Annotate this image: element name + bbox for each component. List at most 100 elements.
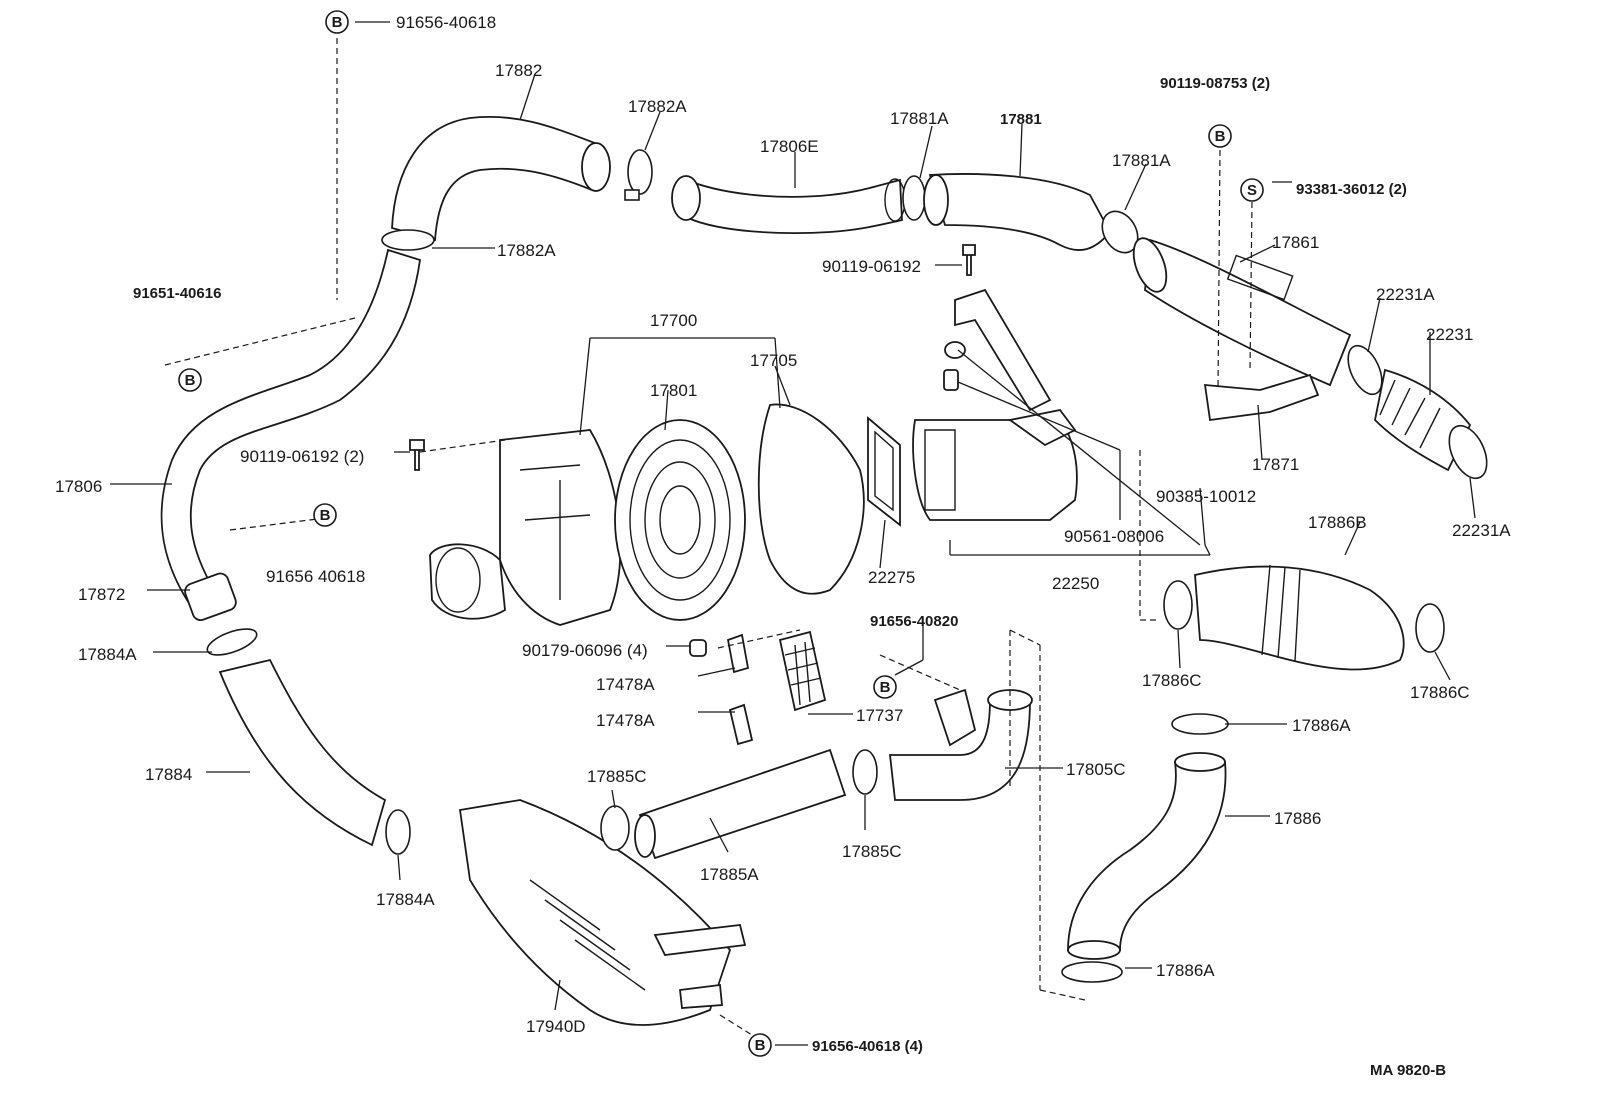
label-17861: 17861 [1272, 233, 1319, 252]
part-labels: 91656-40618 17882 17882A 17806E 17881A 1… [55, 13, 1511, 1079]
clamp-22231A-bottom [1448, 424, 1488, 480]
label-22231A-bottom: 22231A [1452, 521, 1511, 540]
label-17881A-top: 17881A [890, 109, 949, 128]
label-17884A-top: 17884A [78, 645, 137, 664]
clamp-17881A-right [1101, 210, 1139, 254]
clamp-17881A-top [902, 175, 926, 221]
bracket-afm [954, 288, 1052, 412]
hose-17882 [391, 115, 611, 242]
label-91656-40618-4: 91656-40618 (4) [812, 1038, 923, 1055]
hose-17884 [218, 658, 387, 847]
marker-b-top: B [325, 10, 349, 34]
label-22231A-top: 22231A [1376, 285, 1435, 304]
clip-17478A-b [728, 703, 754, 746]
air-flow-meter-22250 [912, 409, 1078, 521]
clamp-22231A-top [1347, 344, 1383, 396]
dashed-reference-lines [164, 38, 1253, 1041]
label-17882A-top: 17882A [628, 97, 687, 116]
hose-17881 [923, 173, 1112, 251]
label-17882A-mid: 17882A [497, 241, 556, 260]
pipe-17861 [1132, 237, 1352, 387]
nut-90179-06096 [689, 639, 707, 657]
svg-text:B: B [880, 679, 891, 696]
label-17881: 17881 [1000, 111, 1042, 128]
hose-17886 [1067, 752, 1227, 960]
label-17806E: 17806E [760, 137, 819, 156]
label-17737: 17737 [856, 706, 903, 725]
bolt-90119-06192 [962, 244, 976, 276]
label-17882: 17882 [495, 61, 542, 80]
label-17871: 17871 [1252, 455, 1299, 474]
gasket-22275 [867, 416, 901, 527]
cap-17705 [757, 403, 865, 595]
label-22250: 22250 [1052, 574, 1099, 593]
label-91651-40616: 91651-40616 [133, 285, 221, 302]
clamp-17884A-bottom [385, 809, 411, 855]
coupling-17872 [184, 572, 237, 622]
leader-lines [110, 21, 1476, 1046]
resonator-17940D [458, 799, 747, 1026]
label-17886A-top: 17886A [1292, 716, 1351, 735]
label-91656-40820: 91656-40820 [870, 613, 958, 630]
clamp-17886A-top [1171, 713, 1229, 735]
label-17700: 17700 [650, 311, 697, 330]
bracket-17871 [1203, 373, 1320, 422]
label-91656-40618-top: 91656-40618 [396, 13, 496, 32]
svg-text:B: B [332, 14, 343, 31]
label-17886C-left: 17886C [1142, 671, 1202, 690]
hose-17806 [160, 248, 421, 614]
label-17884A-bottom: 17884A [376, 890, 435, 909]
marker-b-upper-right: B [1208, 124, 1232, 148]
clamp-17886C-left [1163, 580, 1193, 630]
clamp-17882A-mid [381, 229, 435, 251]
svg-text:B: B [755, 1037, 766, 1054]
label-17886A-bottom: 17886A [1156, 961, 1215, 980]
label-17884: 17884 [145, 765, 192, 784]
air-cleaner-case-17700 [429, 429, 622, 626]
label-90119-06192-2: 90119-06192 (2) [240, 447, 364, 466]
grommet-90385-10012 [944, 341, 966, 359]
bolt-90119-06192-2 [409, 439, 425, 471]
drawing-reference: MA 9820-B [1370, 1062, 1446, 1079]
label-90119-06192: 90119-06192 [822, 257, 921, 276]
label-17478A-b: 17478A [596, 711, 655, 730]
label-17886: 17886 [1274, 809, 1321, 828]
label-17801: 17801 [650, 381, 697, 400]
marker-b-mid: B [313, 503, 337, 527]
label-17886C-right: 17886C [1410, 683, 1470, 702]
filter-element-17801 [614, 419, 746, 621]
marker-b-bottom: B [748, 1033, 772, 1057]
label-17885C-bottom: 17885C [842, 842, 902, 861]
collar-90561-08006 [943, 369, 959, 391]
clamp-17885C-left [600, 805, 630, 851]
label-22231: 22231 [1426, 325, 1473, 344]
label-22275: 22275 [868, 568, 915, 587]
svg-text:B: B [185, 372, 196, 389]
clamp-17886C-right [1415, 603, 1445, 653]
svg-text:B: B [1215, 128, 1226, 145]
marker-s: S [1240, 178, 1264, 202]
label-17881A-right: 17881A [1112, 151, 1171, 170]
label-93381-36012: 93381-36012 (2) [1296, 181, 1407, 198]
label-90179-06096: 90179-06096 (4) [522, 641, 648, 660]
label-90561-08006: 90561-08006 [1064, 527, 1164, 546]
label-17886B: 17886B [1308, 513, 1367, 532]
boot-17886B [1194, 564, 1405, 671]
label-91656-40618-mid: 91656 40618 [266, 567, 365, 586]
label-17885C-left: 17885C [587, 767, 647, 786]
clamp-17882A-top [624, 149, 653, 201]
label-90385-10012: 90385-10012 [1156, 487, 1256, 506]
marker-b-center: B [873, 675, 897, 699]
label-17885A: 17885A [700, 865, 759, 884]
svg-text:B: B [320, 507, 331, 524]
label-17805C: 17805C [1066, 760, 1126, 779]
clamp-17886A-bottom [1061, 961, 1123, 983]
elbow-17805C [888, 688, 1033, 801]
hose-17885A [634, 748, 847, 860]
clamp-17885C-bottom [852, 749, 878, 795]
hose-17806E [671, 175, 906, 234]
clip-17478A-a [726, 633, 750, 674]
marker-b-left: B [178, 368, 202, 392]
clamp-17884A-top [206, 628, 258, 656]
